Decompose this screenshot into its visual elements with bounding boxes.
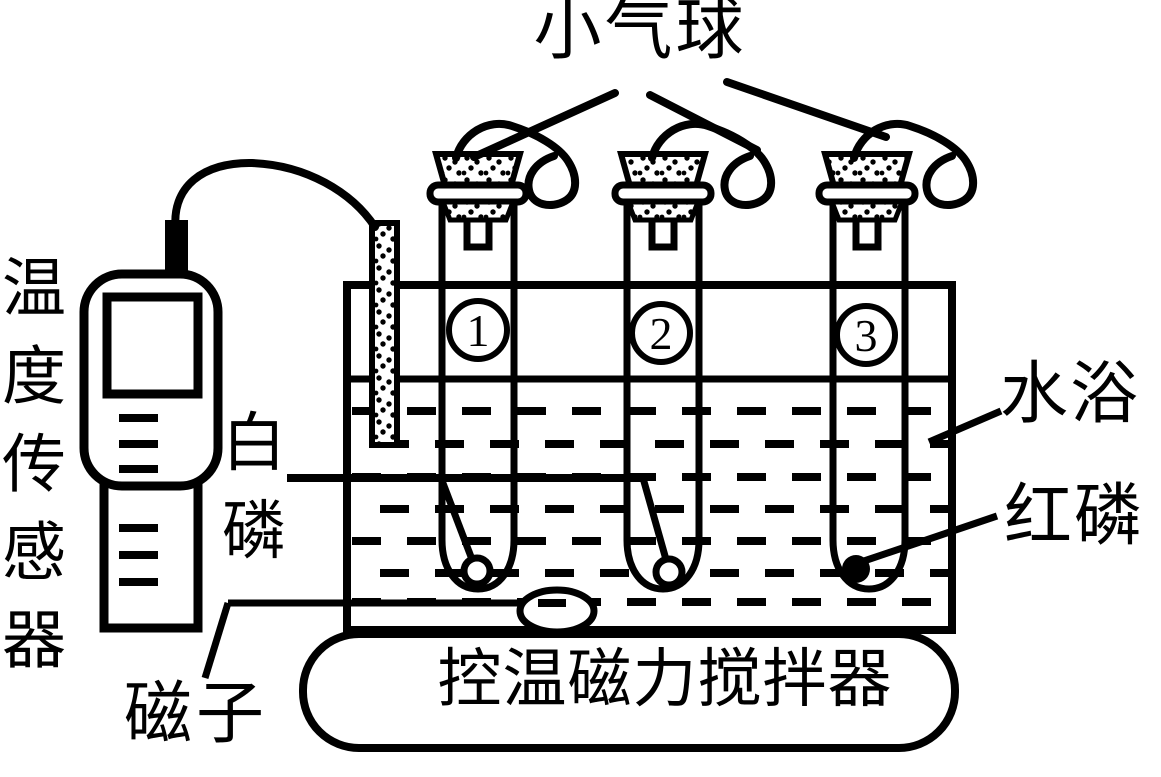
stir-bar-oval — [516, 586, 598, 636]
temperature-sensor — [79, 158, 379, 633]
balloons — [452, 120, 978, 209]
test-tube-1 — [438, 202, 518, 593]
balloon-1 — [452, 120, 580, 209]
tube-number-1: 1 — [446, 298, 510, 362]
cork-2 — [611, 151, 715, 251]
sensor-buttons — [119, 414, 158, 586]
cork-3 — [815, 151, 919, 251]
stir-bar-leader-diagonal — [201, 601, 232, 680]
balloon-label: 小气球 — [533, 0, 747, 68]
tube-number-2: 2 — [629, 301, 693, 365]
white-phosphorus-leader-branch-1 — [437, 476, 477, 564]
tube-number-1-digit: 1 — [466, 304, 490, 356]
red-phosphorus-leader — [856, 512, 999, 567]
white-phosphorus-label: 白磷 — [222, 408, 286, 567]
tube-number-3: 3 — [834, 303, 898, 367]
water-bath-leader — [927, 407, 1003, 446]
white-phosphorus-ball-2 — [652, 555, 686, 589]
white-phosphorus-leader-branch-2 — [639, 477, 671, 564]
sensor-cable-plug — [165, 220, 188, 278]
sensor-cable — [171, 158, 379, 236]
water-bath-label: 水浴 — [1000, 356, 1141, 432]
balloon-3 — [850, 120, 978, 209]
tube-number-2-digit: 2 — [649, 307, 673, 359]
tube-number-3-digit: 3 — [854, 309, 878, 361]
white-phosphorus-ball-1 — [460, 554, 494, 588]
test-tube-3 — [829, 202, 909, 593]
water-bath-tank — [343, 281, 956, 634]
red-phosphorus-label: 红磷 — [1004, 478, 1145, 554]
test-tube-2 — [623, 202, 703, 593]
stirrer-label: 控温磁力搅拌器 — [437, 644, 893, 715]
balloon-leaders — [470, 78, 890, 161]
sensor-probe — [369, 220, 400, 448]
cork-1 — [426, 151, 530, 251]
balloon-2 — [648, 120, 776, 209]
sensor-display — [102, 292, 203, 399]
stir-bar-label: 磁子 — [124, 676, 269, 752]
sensor-lower-body — [99, 465, 203, 633]
temperature-sensor-label: 温度传感器 — [0, 254, 64, 694]
